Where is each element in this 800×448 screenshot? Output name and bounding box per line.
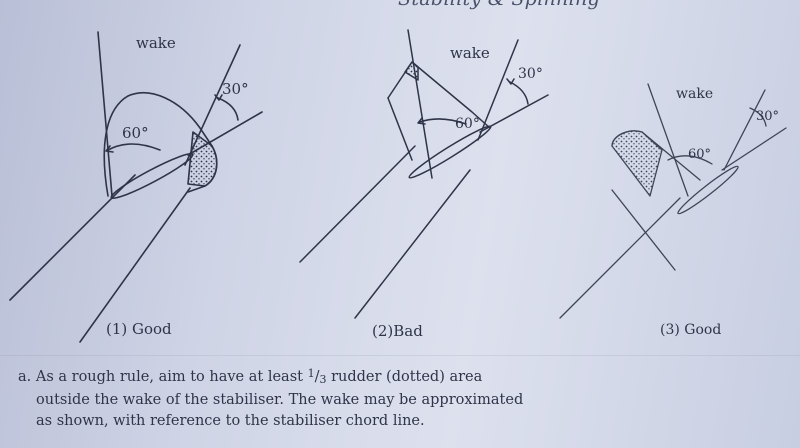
fin-leading-edge	[387, 97, 413, 161]
fuselage-upper-line	[299, 145, 416, 263]
caption-line-1-rest: rudder (dotted) area	[326, 369, 483, 385]
figure-label-3: (3) Good	[660, 322, 721, 338]
angle-60-label-3: 60°	[688, 147, 711, 162]
wake-line-left	[647, 83, 689, 197]
rudder-dotted	[611, 130, 663, 197]
fuselage-lower-line	[354, 169, 471, 319]
arc-30-arrow	[214, 94, 223, 101]
fuselage-upper-line	[559, 197, 681, 319]
angle-30-label-3: 30°	[756, 109, 779, 124]
arc-60-arrow	[105, 145, 114, 153]
wake-label-2: wake	[450, 44, 490, 62]
arc-60	[667, 155, 713, 165]
stabiliser-chord	[110, 152, 194, 200]
running-title: Stability & Spinning	[398, 0, 600, 10]
fraction-denominator: 3	[319, 373, 327, 386]
caption-prefix: a. As a rough rule, aim to have at least	[18, 369, 308, 385]
wake-line-right	[184, 44, 241, 166]
angle-60-label-2: 60°	[455, 116, 480, 132]
caption-line-2: outside the wake of the stabiliser. The …	[36, 392, 524, 408]
reference-line	[187, 111, 263, 156]
fuselage-lower-line	[611, 189, 676, 271]
wake-line-left	[407, 29, 433, 179]
arc-30	[217, 97, 239, 121]
arc-60	[107, 143, 161, 151]
angle-60-label-1: 60°	[122, 124, 149, 142]
wake-label-1: wake	[136, 34, 176, 52]
angle-30-label-2: 30°	[518, 66, 543, 82]
figure-label-2: (2)Bad	[372, 322, 423, 340]
wake-line-left	[97, 31, 113, 197]
fraction-separator: /	[314, 369, 320, 385]
figure-label-1: (1) Good	[106, 320, 172, 338]
diagram-1	[9, 31, 263, 343]
reference-line	[721, 127, 787, 171]
arc-30-arrow	[506, 78, 515, 85]
rudder-dotted	[187, 131, 218, 187]
fraction-numerator: 1	[307, 367, 315, 380]
caption-line-1: a. As a rough rule, aim to have at least…	[18, 363, 618, 390]
diagram-3	[559, 83, 787, 319]
diagram-2	[299, 29, 549, 319]
fuselage-upper-line	[9, 174, 136, 301]
wake-line-right	[477, 39, 519, 141]
figure-caption: a. As a rough rule, aim to have at least…	[18, 363, 618, 432]
arc-60	[419, 118, 467, 125]
fin-outline	[387, 61, 491, 129]
angle-30-label-1: 30°	[222, 80, 249, 98]
caption-line-3: as shown, with reference to the stabilis…	[36, 413, 425, 429]
arc-30	[749, 107, 767, 127]
arc-60-arrow	[417, 117, 426, 125]
divider	[0, 355, 800, 356]
reference-line	[479, 94, 549, 133]
arc-30	[509, 81, 529, 105]
wake-label-3: wake	[676, 86, 713, 102]
stabiliser-chord	[677, 165, 739, 215]
wake-line-right	[723, 89, 766, 171]
fuselage-lower-line	[79, 187, 191, 343]
